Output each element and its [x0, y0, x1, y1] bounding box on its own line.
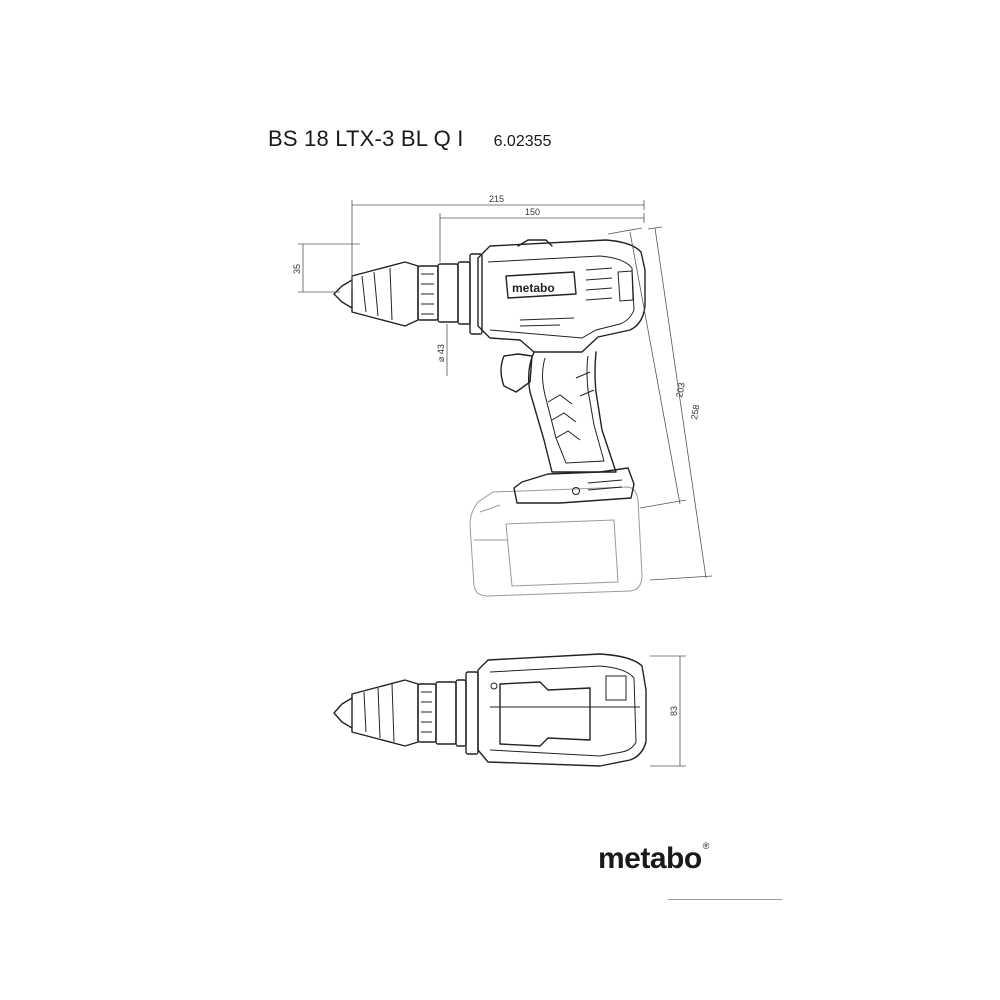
dim-258: 258 [689, 404, 701, 420]
dimension-lines: 215 150 35 ⌀ 43 203 258 83 [292, 194, 713, 767]
model-name: BS 18 LTX-3 BL Q I [268, 126, 464, 151]
article-number: 6.02355 [493, 133, 552, 150]
battery-pack [469, 486, 643, 597]
dim-35: 35 [292, 264, 302, 274]
logo-underline [668, 899, 782, 900]
dim-203: 203 [674, 382, 687, 399]
dim-43: ⌀ 43 [436, 344, 446, 362]
housing-logo: metabo [512, 281, 555, 295]
chuck-side [333, 253, 483, 335]
registered-mark: ® [702, 841, 710, 851]
dim-150: 150 [525, 207, 540, 217]
side-view-drawing: metabo [333, 239, 646, 597]
dim-215: 215 [489, 194, 504, 204]
top-view-drawing [333, 653, 647, 767]
brand-logo: metabo® [598, 841, 710, 876]
title-row: BS 18 LTX-3 BL Q I 6.02355 [268, 126, 551, 158]
brand-logo-text: metabo [598, 842, 702, 875]
dim-83: 83 [669, 706, 679, 716]
